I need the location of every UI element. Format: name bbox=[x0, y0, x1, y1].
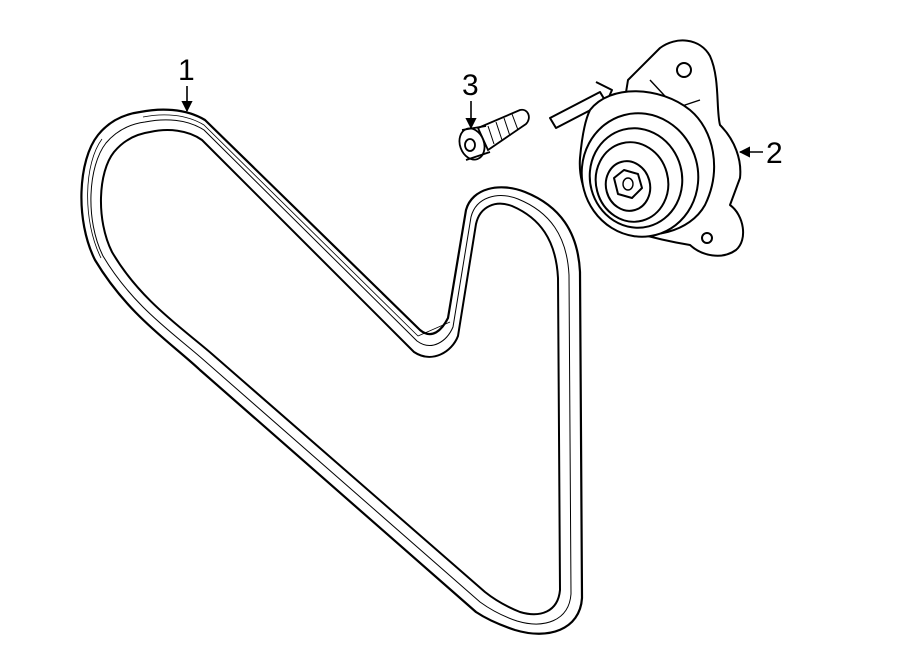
nut-center bbox=[622, 177, 634, 191]
belt-rib-3 bbox=[87, 138, 103, 259]
belt-rib-1 bbox=[90, 119, 572, 625]
pulley-hex-nut bbox=[613, 169, 643, 199]
bolt-threads bbox=[487, 113, 519, 145]
belt-inner-edge bbox=[99, 129, 561, 616]
callout-2-label: 2 bbox=[766, 137, 783, 170]
callout-3-label: 3 bbox=[462, 69, 479, 102]
bolt-head-socket bbox=[464, 138, 476, 152]
tensioner-bolt bbox=[458, 108, 530, 161]
serpentine-belt bbox=[80, 108, 584, 635]
bolt-shank bbox=[476, 108, 530, 152]
belt-outer-edge bbox=[80, 108, 584, 635]
belt-rib-2 bbox=[142, 114, 451, 337]
belt-tensioner bbox=[549, 39, 745, 257]
bracket-lower-hole bbox=[701, 232, 713, 244]
pulley-rim bbox=[588, 127, 684, 229]
bracket-upper-hole bbox=[676, 62, 692, 78]
callout-1-label: 1 bbox=[178, 54, 195, 87]
